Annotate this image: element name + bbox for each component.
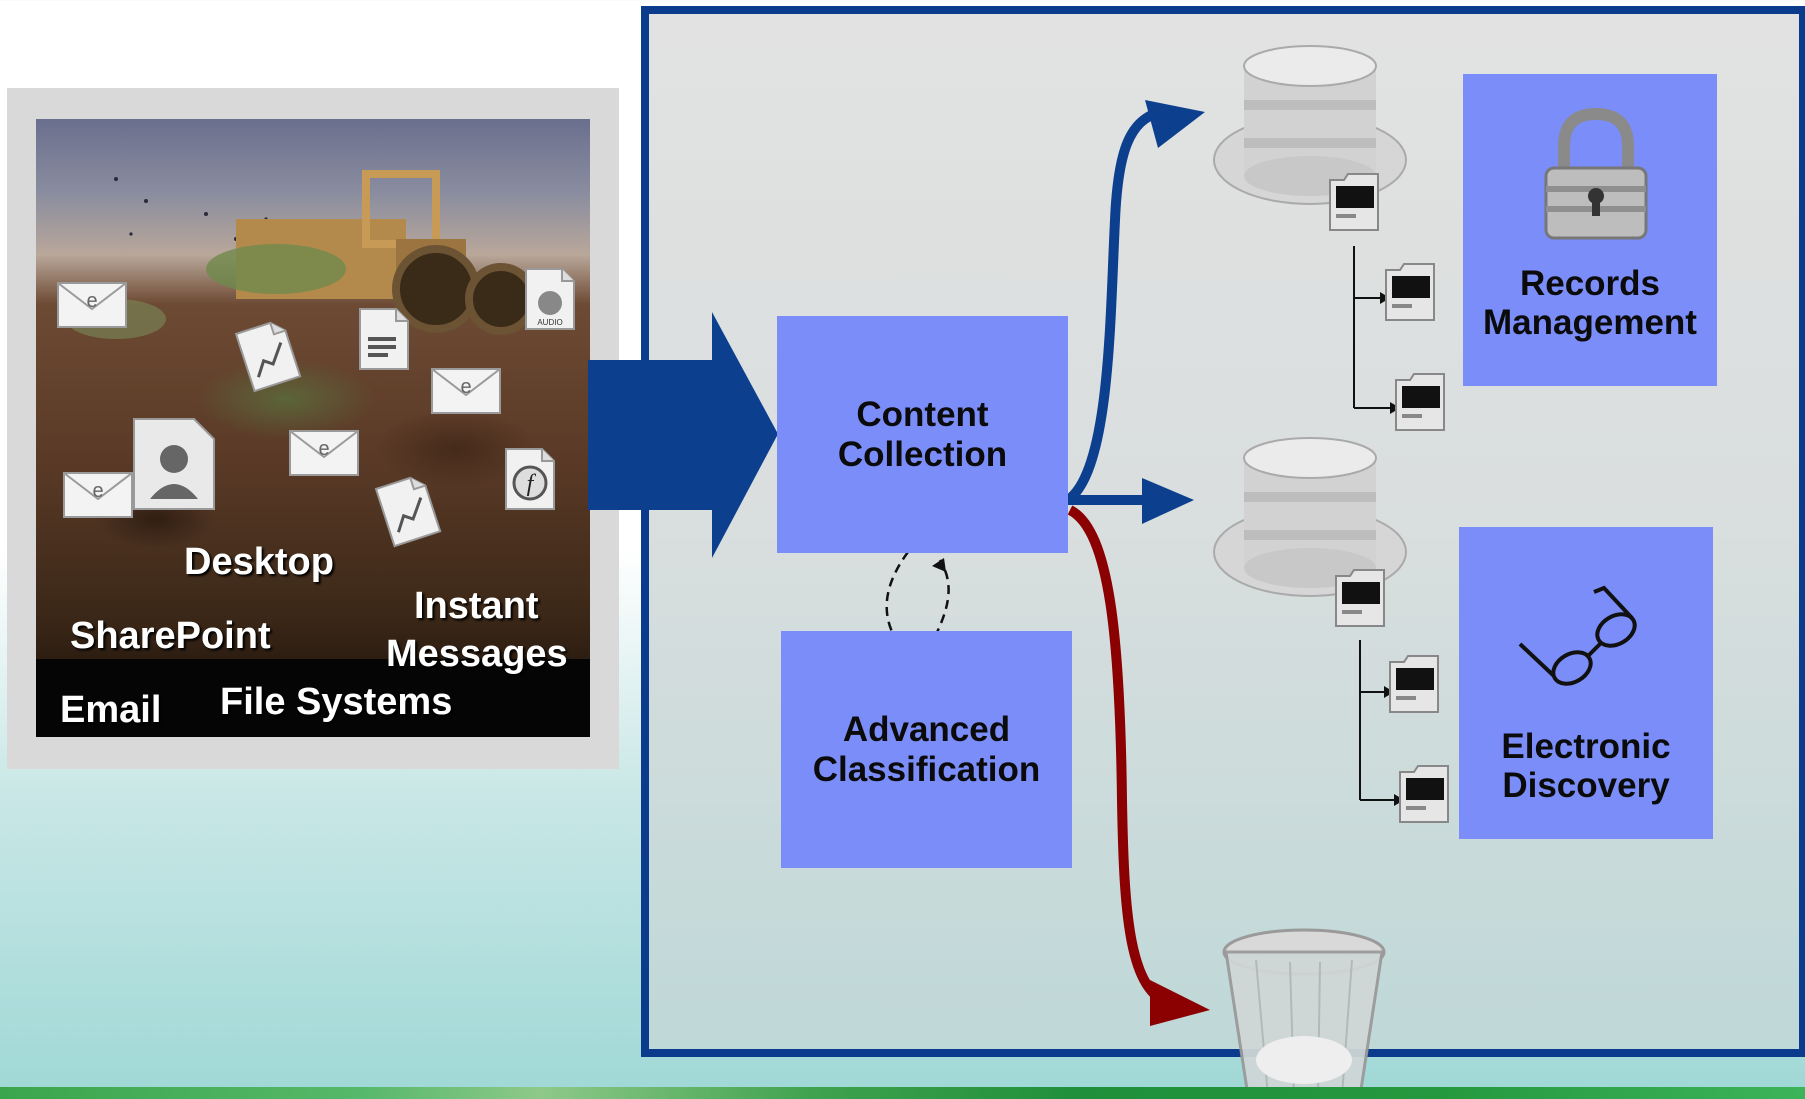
file-icons-layer: e AUDIO f bbox=[57, 268, 575, 548]
arrowhead-discovery bbox=[1142, 478, 1194, 524]
landfill-photo: e AUDIO f bbox=[36, 119, 590, 737]
database-icon bbox=[1213, 45, 1407, 205]
ingest-arrow bbox=[588, 312, 778, 558]
database-icon bbox=[1213, 437, 1407, 597]
photo-artwork bbox=[66, 170, 537, 339]
eyeglasses-icon bbox=[1518, 585, 1637, 686]
loop-arrowhead-up bbox=[932, 558, 946, 572]
instant-messages-label-line1: Instant bbox=[414, 585, 539, 627]
trash-can-icon bbox=[1222, 928, 1386, 1098]
records-management-line2: Management bbox=[1483, 302, 1697, 342]
audio-file-icon: AUDIO bbox=[525, 268, 575, 330]
instant-messages-label-line2: Messages bbox=[386, 633, 568, 675]
desktop-label: Desktop bbox=[184, 541, 334, 583]
folder-tree-discovery bbox=[1335, 569, 1449, 823]
content-collection-line1: Content bbox=[856, 395, 989, 435]
arrow-to-trash bbox=[1067, 505, 1172, 1009]
file-systems-label: File Systems bbox=[220, 681, 453, 723]
content-collection-line2: Collection bbox=[837, 434, 1008, 474]
arrowhead-trash bbox=[1150, 980, 1210, 1026]
svg-text:f: f bbox=[527, 471, 537, 497]
photo-caption-band bbox=[36, 659, 590, 737]
chart-file-icon bbox=[375, 473, 442, 548]
chart-file-icon bbox=[235, 318, 302, 393]
footer-band bbox=[0, 1087, 1805, 1099]
electronic-discovery-line1: Electronic bbox=[1501, 726, 1671, 766]
advanced-classification-line1: Advanced bbox=[842, 710, 1011, 750]
contact-file-icon bbox=[133, 418, 215, 510]
advanced-classification-line2: Classification bbox=[812, 749, 1041, 789]
arrow-to-records-store bbox=[1064, 107, 1162, 505]
electronic-discovery-line2: Discovery bbox=[1502, 765, 1670, 805]
folder-tree-records bbox=[1329, 173, 1445, 431]
sharepoint-label: SharePoint bbox=[70, 615, 271, 657]
records-management-line1: Records bbox=[1519, 263, 1661, 303]
svg-text:AUDIO: AUDIO bbox=[537, 318, 562, 327]
padlock-icon bbox=[1544, 107, 1648, 240]
email-label: Email bbox=[60, 689, 162, 731]
arrowhead-records bbox=[1145, 100, 1205, 148]
document-icon bbox=[359, 308, 409, 370]
flash-file-icon: f bbox=[505, 448, 555, 510]
